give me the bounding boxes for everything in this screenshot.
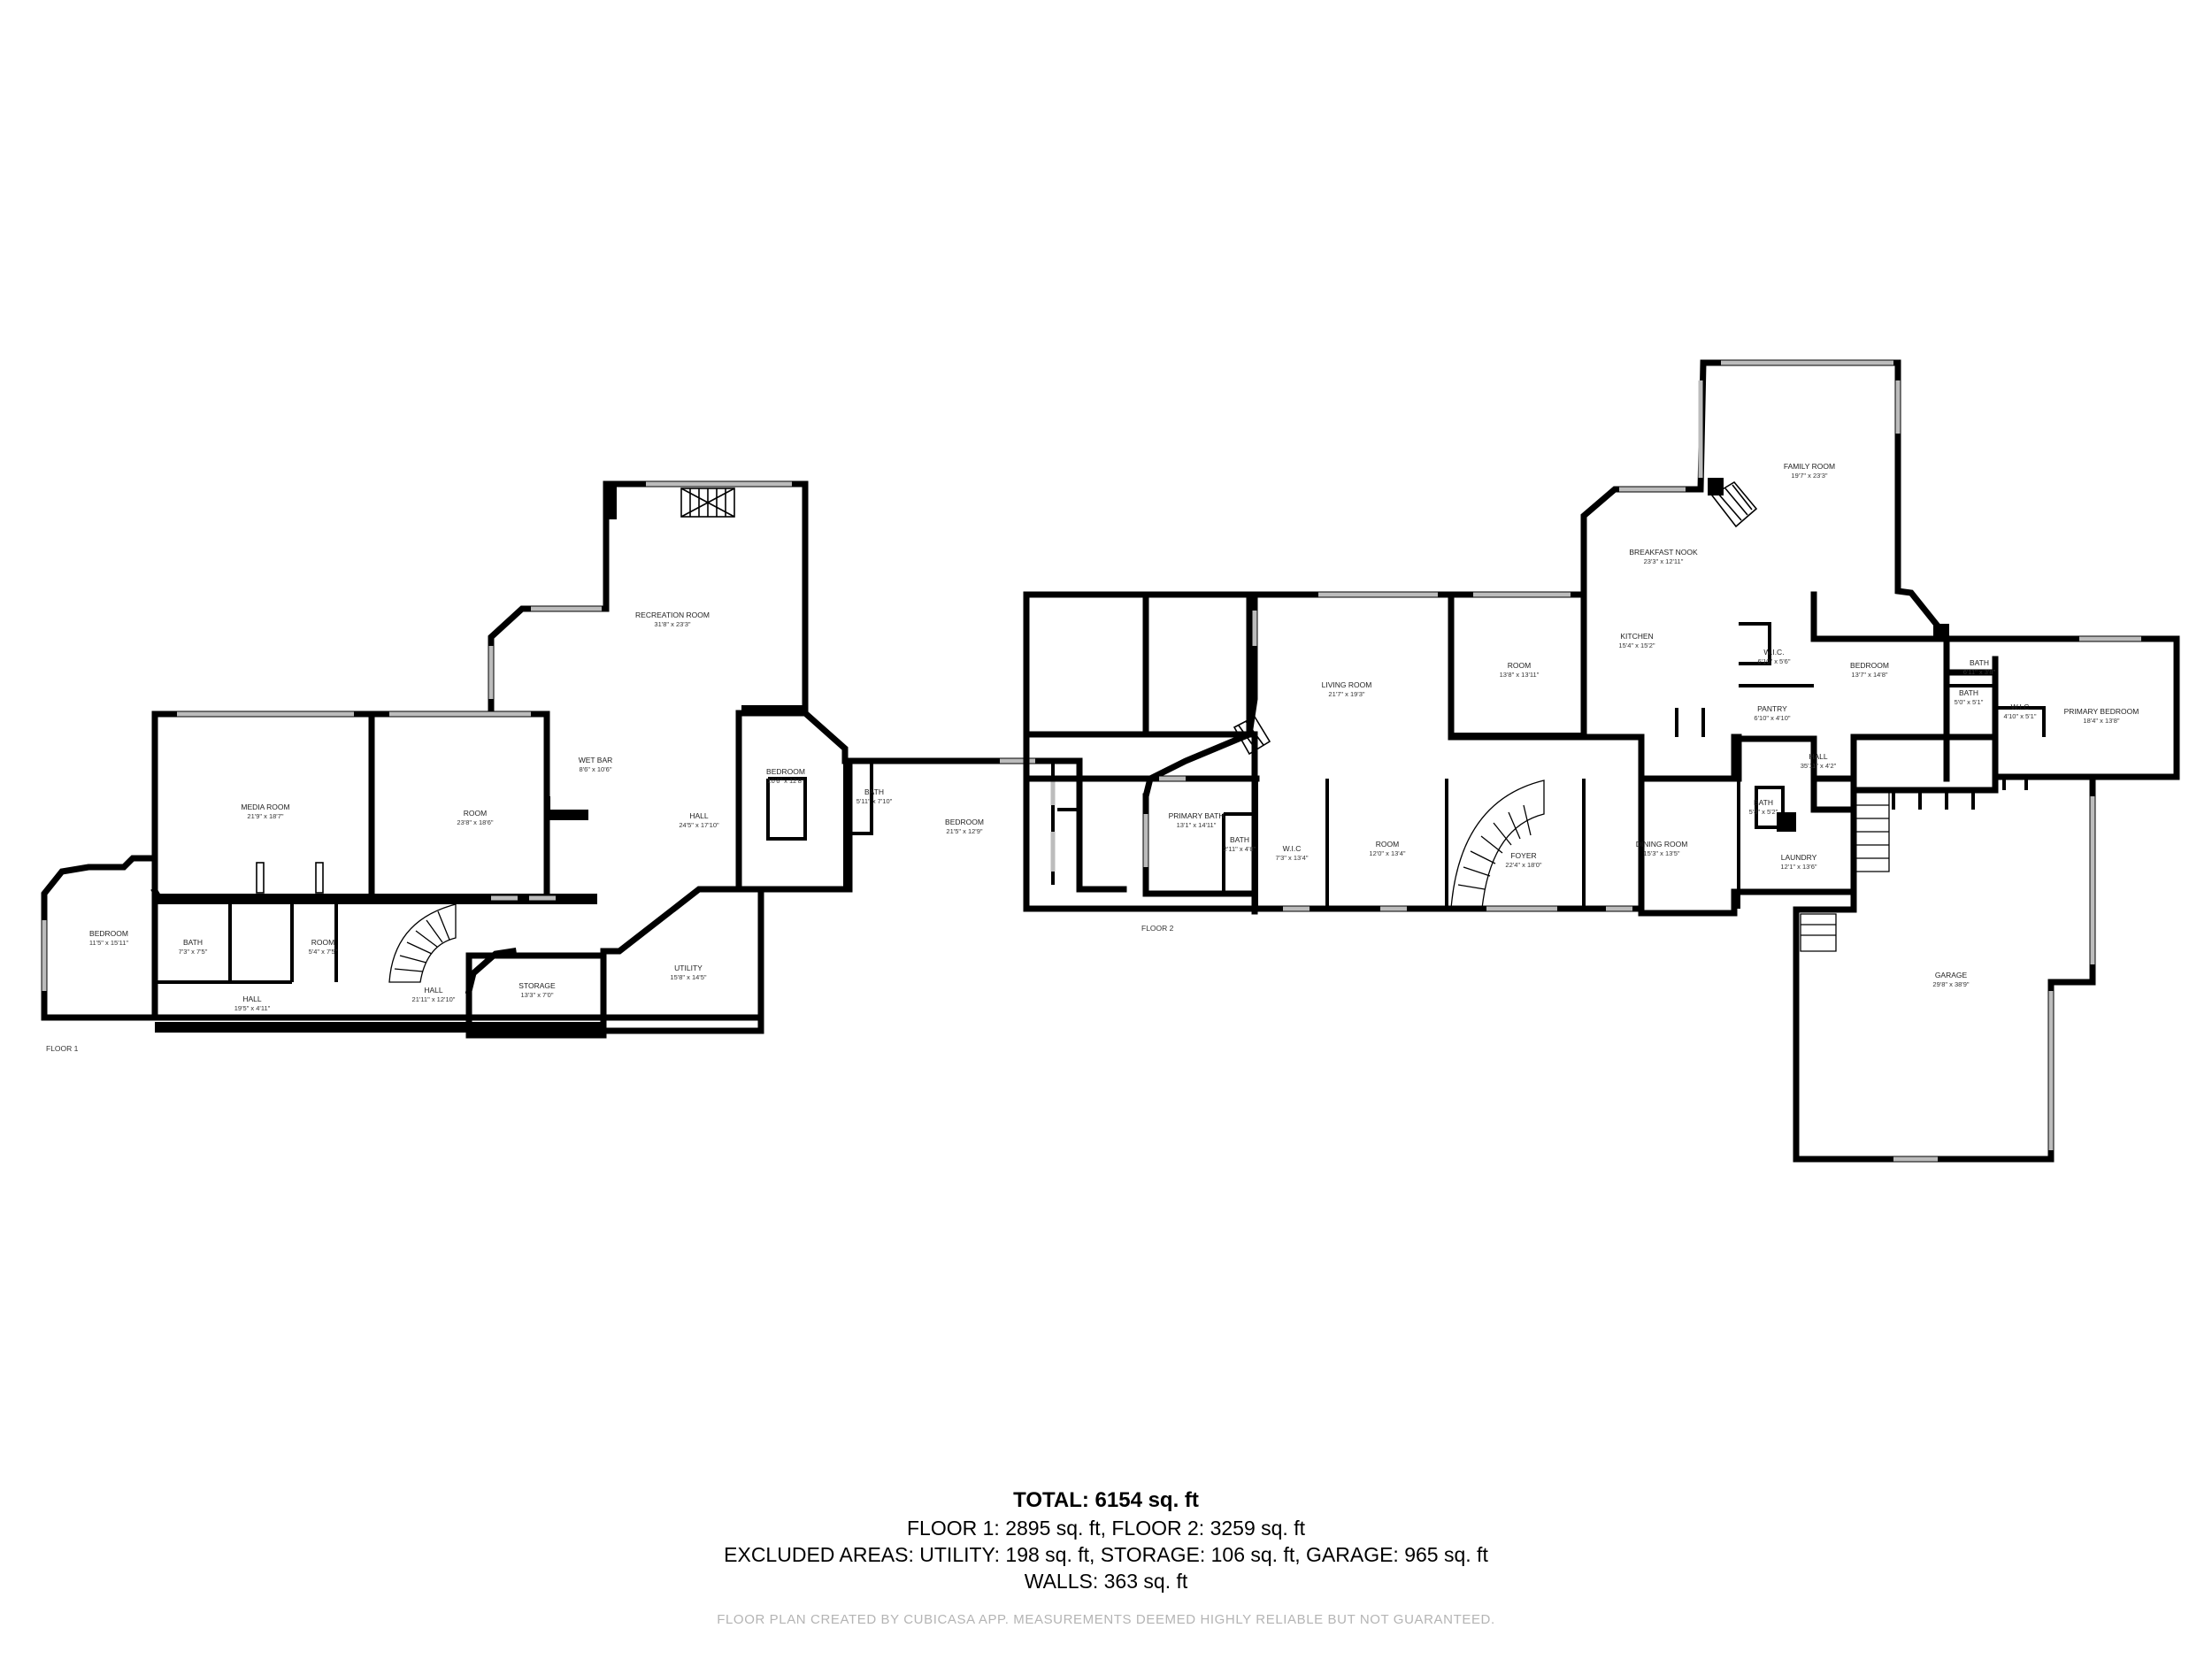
floor-label: FLOOR 2 [1141,924,1174,933]
room-dims: 6'11" x 3'8" [1963,668,1996,676]
excluded-areas: EXCLUDED AREAS: UTILITY: 198 sq. ft, STO… [724,1543,1488,1566]
room-name: GARAGE [1935,971,1968,979]
room-name: STORAGE [518,981,556,990]
walls-area: WALLS: 363 sq. ft [1024,1570,1188,1593]
room-name: LAUNDRY [1781,853,1817,862]
room-dims: 12'0" x 13'4" [1369,849,1405,857]
room-name: DINING ROOM [1636,840,1688,849]
room-name: FOYER [1510,851,1536,860]
room-name: HALL [689,811,709,820]
room-dims: 15'3" x 13'5" [1643,849,1679,857]
room-name: PRIMARY BEDROOM [2064,707,2139,716]
room-dims: 15'4" x 15'2" [1618,641,1655,649]
room-dims: 23'8" x 18'6" [457,818,493,826]
room-name: ROOM [464,809,487,818]
room-dims: 21'5" x 12'9" [946,827,982,835]
room-dims: 5'4" x 7'5" [309,948,338,956]
room-dims: 13'8" x 13'11" [1500,671,1540,679]
room-name: BEDROOM [89,929,128,938]
room-name: W.I.C [1283,844,1302,853]
room-dims: 21'11" x 12'10" [412,995,456,1003]
room-dims: 21'7" x 19'3" [1328,690,1364,698]
room-dims: 19'7" x 23'3" [1791,472,1827,480]
floor-1-plan: FLOOR 1 [41,480,1127,1053]
room-dims: 13'1" x 14'11" [1177,821,1217,829]
room-dims: 29'8" x 38'9" [1932,980,1969,988]
room-name: PANTRY [1757,704,1787,713]
room-dims: 5'11" x 7'10" [856,797,893,805]
room-name: BATH [864,787,884,796]
room-dims: 15'8" x 14'5" [670,973,706,981]
room-dims: 10'6" x 12'8" [767,777,803,785]
room-name: KITCHEN [1620,632,1653,641]
room-dims: 8'6" x 10'6" [580,765,612,773]
room-dims: 31'8" x 23'3" [654,620,690,628]
room-dims: 7'3" x 13'4" [1276,854,1309,862]
room-dims: 35'11" x 4'2" [1801,762,1837,770]
room-dims: 12'1" x 13'6" [1780,863,1816,871]
room-name: HALL [1809,752,1828,761]
room-dims: 21'9" x 18'7" [247,812,283,820]
total-area: TOTAL: 6154 sq. ft [1013,1488,1199,1512]
room-dims: 6'10" x 4'10" [1754,714,1790,722]
room-name: WET BAR [579,756,613,764]
room-dims: 19'5" x 4'11" [234,1004,271,1012]
room-dims: 18'4" x 13'8" [2083,717,2119,725]
floor-1-rooms: RECREATION ROOM 31'8" x 23'3" MEDIA ROOM… [89,611,984,1012]
room-dims: 23'3" x 12'11" [1644,557,1684,565]
room-name: BEDROOM [945,818,984,826]
room-name: W.I.C [2011,703,2030,711]
floor-areas: FLOOR 1: 2895 sq. ft, FLOOR 2: 3259 sq. … [907,1517,1305,1540]
disclaimer: FLOOR PLAN CREATED BY CUBICASA APP. MEAS… [717,1612,1495,1627]
room-name: BREAKFAST NOOK [1629,548,1698,557]
room-name: UTILITY [674,964,703,972]
room-dims: 4'10" x 5'1" [2004,712,2037,720]
floor-label: FLOOR 1 [46,1044,79,1053]
room-dims: 6'10" x 5'6" [1758,657,1791,665]
room-dims: 13'7" x 14'8" [1851,671,1887,679]
room-name: W.I.C. [1763,648,1784,657]
room-name: BATH [1754,798,1773,807]
room-name: HALL [424,986,443,995]
room-name: PRIMARY BATH [1169,811,1225,820]
room-name: ROOM [1376,840,1399,849]
room-name: BEDROOM [766,767,805,776]
room-name: MEDIA ROOM [241,803,289,811]
room-dims: 5'8" x 5'2" [1749,808,1778,816]
room-name: FAMILY ROOM [1784,462,1835,471]
room-dims: 2'11" x 4'8" [1224,845,1256,853]
room-dims: 13'3" x 7'0" [521,991,554,999]
room-dims: 5'0" x 5'1" [1955,698,1984,706]
room-name: BATH [183,938,203,947]
room-name: LIVING ROOM [1322,680,1372,689]
floor-2-rooms: FAMILY ROOM 19'7" x 23'3" BREAKFAST NOOK… [1169,462,2139,988]
room-name: BEDROOM [1850,661,1889,670]
room-dims: 24'5" x 17'10" [679,821,719,829]
room-dims: 11'5" x 15'11" [89,939,129,947]
room-name: RECREATION ROOM [635,611,710,619]
floor-2-plan: FLOOR 2 [1023,359,2180,1163]
room-name: BATH [1230,835,1249,844]
room-name: BATH [1970,658,1989,667]
room-dims: 22'4" x 18'0" [1505,861,1541,869]
room-name: ROOM [311,938,334,947]
room-name: ROOM [1508,661,1531,670]
room-name: HALL [242,995,262,1003]
room-dims: 7'3" x 7'5" [179,948,208,956]
room-name: BATH [1959,688,1978,697]
